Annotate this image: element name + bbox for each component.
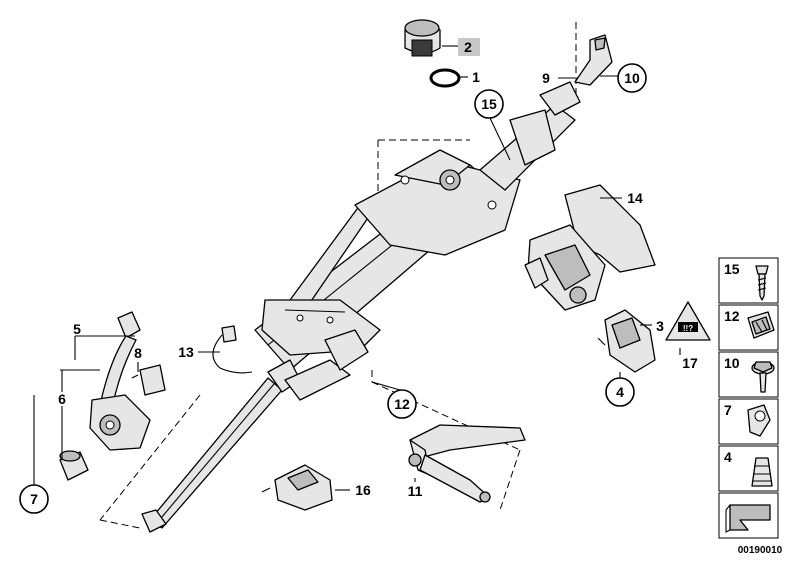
callout-6: 6 [58,391,66,407]
part-16-bracket [261,464,333,511]
part-6-sleeve [59,450,89,481]
callout-3: 3 [656,318,664,334]
callout-7: 7 [30,491,38,507]
part-14-lock-housing [524,184,656,311]
legend-label-12: 12 [724,308,740,324]
part-5-lever-assembly [89,311,151,451]
callout-9: 9 [542,70,550,86]
screw-icon [755,265,769,301]
callout-7-circle [19,484,49,514]
part-1-ring [429,68,461,88]
callouts: 2 1 9 10 15 14 3 4 17 5 8 6 7 13 12 11 1… [19,38,698,514]
steering-column [141,81,581,533]
callout-2-highlight [458,38,480,56]
part-13-cable-strap [212,325,253,374]
callout-10: 10 [624,70,640,86]
legend-label-4: 4 [724,449,732,465]
part-2-cap [404,19,441,57]
callout-8: 8 [134,345,142,361]
callout-10-circle [617,63,647,93]
callout-12: 12 [394,396,410,412]
callout-14: 14 [627,190,643,206]
part-9-clip [574,34,613,86]
callout-13: 13 [178,344,194,360]
diagram-id: 00190010 [738,545,783,556]
callout-15-circle [474,89,504,119]
callout-5: 5 [73,321,81,337]
warning-label-text: !!? [683,324,693,333]
rubber-sleeve-icon [751,457,773,487]
part-17-warning-label: !!? [665,301,711,341]
part-11-bracket [408,424,526,503]
callout-2: 2 [464,39,472,55]
callout-4: 4 [616,384,624,400]
part-3-connector [597,309,656,373]
cable-clip-icon [747,404,771,437]
legend-label-7: 7 [724,402,732,418]
legend-item-10 [718,351,779,398]
leader-lines [33,45,681,491]
callout-11: 11 [408,483,423,499]
callout-12-circle [387,389,417,419]
direction-arrow-icon [725,504,771,533]
legend-label-15: 15 [724,261,740,277]
callout-17: 17 [682,355,698,371]
clip-nut-icon [747,311,775,339]
callout-1: 1 [472,69,480,85]
legend-column: 15 12 10 7 4 [718,257,783,556]
callout-15: 15 [481,96,497,112]
callout-4-circle [605,377,635,407]
callout-16: 16 [355,482,371,498]
legend-label-10: 10 [724,355,740,371]
hex-bolt-icon [751,361,775,393]
part-8-clip [131,364,166,396]
